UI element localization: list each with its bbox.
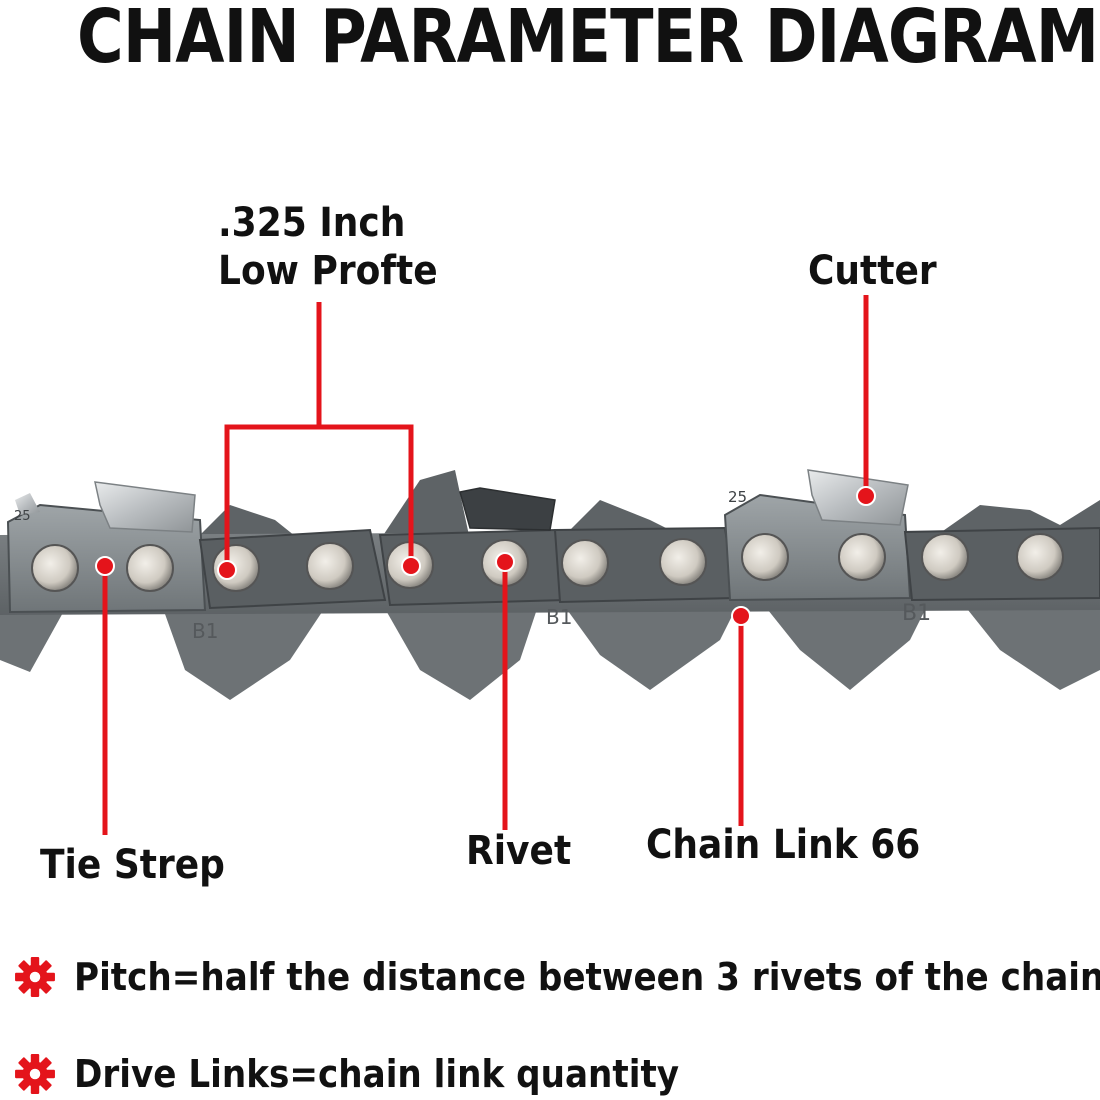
rivet xyxy=(1016,533,1064,581)
rivet-label: Rivet xyxy=(466,828,572,874)
cutter-label: Cutter xyxy=(808,248,937,294)
gear-icon xyxy=(15,1054,55,1094)
cutter-tooth xyxy=(459,487,556,531)
drive-mark: B1 xyxy=(192,619,218,643)
rivet xyxy=(306,542,354,590)
callout-dot xyxy=(856,486,876,506)
rivet xyxy=(126,544,174,592)
drive-mark: B1 xyxy=(902,601,931,626)
pitch-label-line2: Low Profte xyxy=(218,248,438,294)
tie-strap-label: Tie Strep xyxy=(40,842,225,888)
drive-link xyxy=(760,600,930,690)
drive-link xyxy=(380,600,540,700)
pitch-label-line1: .325 Inch xyxy=(218,200,406,246)
drive-link xyxy=(0,600,70,672)
gauge-mark: 25 xyxy=(728,488,747,506)
chain-link-label: Chain Link 66 xyxy=(646,822,921,868)
rivet xyxy=(31,544,79,592)
cutter-tooth xyxy=(94,481,196,533)
rivet xyxy=(561,539,609,587)
gear-icon xyxy=(15,957,55,997)
gauge-mark: 25 xyxy=(14,509,31,524)
callout-dot xyxy=(95,556,115,576)
callout-dot xyxy=(401,556,421,576)
rivet xyxy=(659,538,707,586)
callout-dot xyxy=(731,606,751,626)
callout-dot xyxy=(217,560,237,580)
drive-link xyxy=(960,600,1100,690)
rivet xyxy=(921,533,969,581)
drive-links xyxy=(0,600,1100,700)
rivet xyxy=(741,533,789,581)
depth-gauge xyxy=(195,505,300,540)
depth-gauge xyxy=(380,470,470,540)
rivets xyxy=(31,533,1064,592)
drive-link xyxy=(560,600,740,690)
note-drive-links: Drive Links=chain link quantity xyxy=(14,1052,746,1096)
note-pitch-text: Pitch=half the distance between 3 rivets… xyxy=(74,955,1100,999)
callout-dots xyxy=(95,486,876,626)
page-title: CHAIN PARAMETER DIAGRAM xyxy=(77,0,1099,80)
callouts xyxy=(102,295,869,835)
cutter-tooth xyxy=(15,493,40,515)
note-drive-links-text: Drive Links=chain link quantity xyxy=(74,1052,680,1096)
drive-mark: B1 xyxy=(546,605,572,629)
note-pitch: Pitch=half the distance between 3 rivets… xyxy=(14,955,1100,999)
drive-link xyxy=(160,600,330,700)
rivet xyxy=(838,533,886,581)
callout-dot xyxy=(495,552,515,572)
